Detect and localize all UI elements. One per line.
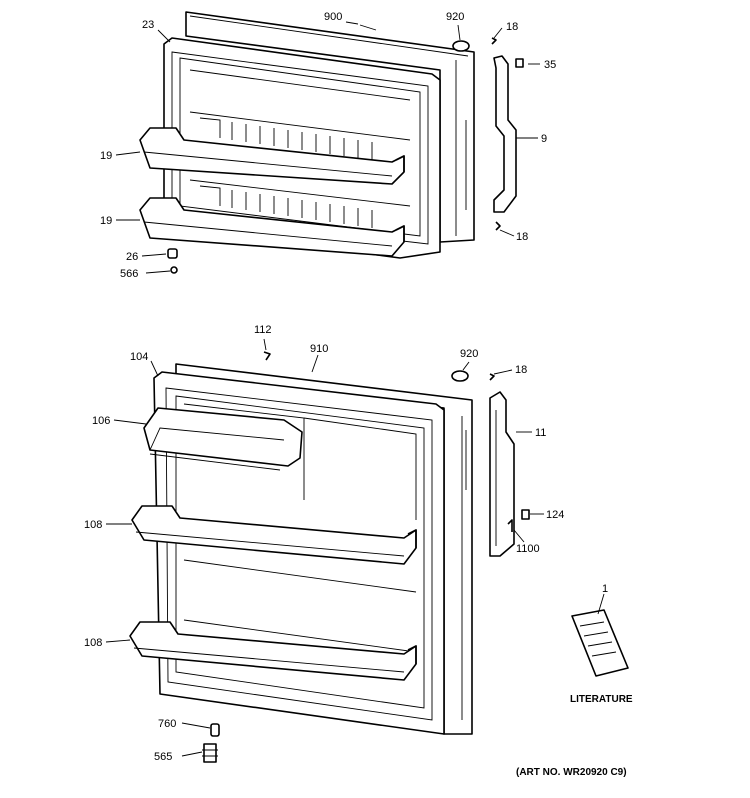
art-number: (ART NO. WR20920 C9) [516,767,627,778]
callout-112: 112 [254,324,272,336]
callout-1100: 1100 [516,543,540,555]
freezer-door-assembly [139,11,524,274]
literature-label: LITERATURE [570,694,633,705]
callout-18-lower: 18 [515,364,527,376]
callout-11: 11 [535,427,546,439]
callout-108-upper: 108 [84,519,102,531]
callout-106: 106 [92,415,110,427]
callout-124: 124 [546,509,564,521]
callout-18-upper-bottom: 18 [516,231,528,243]
callout-26: 26 [126,251,138,263]
callout-23: 23 [142,19,154,31]
callout-900: 900 [324,11,342,23]
callout-1: 1 [602,583,608,595]
callout-920-lower: 920 [460,348,478,360]
callout-910: 910 [310,343,328,355]
fresh-food-door-assembly [129,351,530,763]
callout-35: 35 [544,59,556,71]
literature-booklet [571,609,629,677]
callout-566: 566 [120,268,138,280]
leader-lines [105,21,605,757]
callout-760: 760 [158,718,176,730]
callout-19-upper: 19 [100,150,112,162]
callout-labels: 23 900 920 18 35 9 19 19 18 26 566 112 9… [84,11,633,778]
callout-920-upper: 920 [446,11,464,23]
callout-18-upper-top: 18 [506,21,518,33]
callout-9: 9 [541,133,547,145]
callout-565: 565 [154,751,172,763]
callout-104: 104 [130,351,148,363]
callout-19-lower: 19 [100,215,112,227]
callout-108-lower: 108 [84,637,102,649]
